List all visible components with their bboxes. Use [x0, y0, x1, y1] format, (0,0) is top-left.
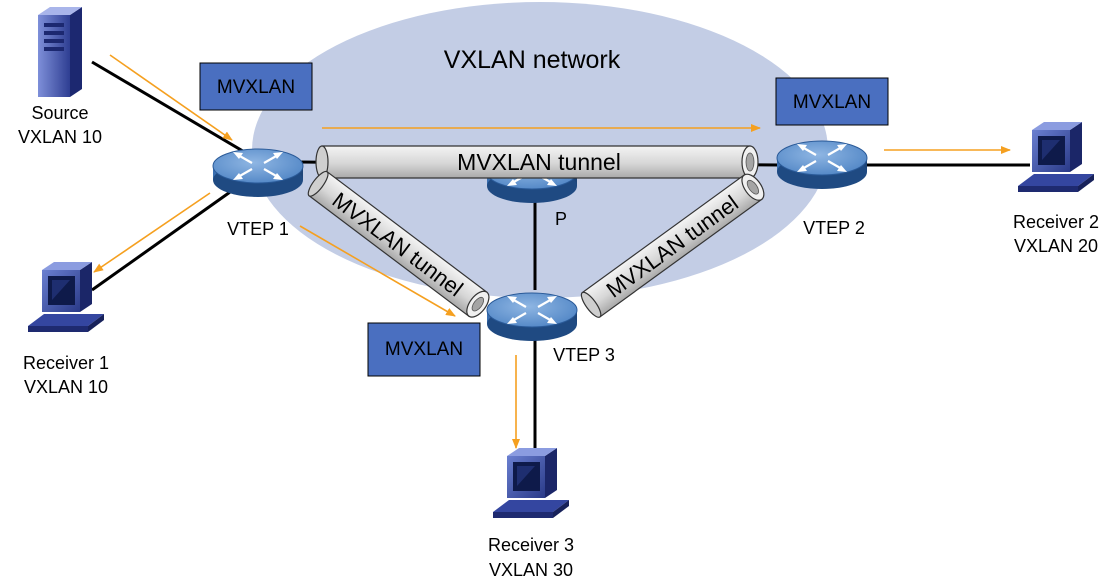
receiver2-name: Receiver 2 — [1013, 212, 1099, 232]
vtep1-label: VTEP 1 — [227, 219, 289, 239]
router-vtep2 — [775, 139, 869, 191]
mvxlan-box-bottom: MVXLAN — [367, 322, 481, 377]
link-vtep1-receiver1 — [91, 183, 241, 292]
vtep3-label: VTEP 3 — [553, 345, 615, 365]
mvxlan-label: MVXLAN — [385, 339, 463, 360]
receiver3-vxlan: VXLAN 30 — [489, 560, 573, 580]
receiver1-vxlan: VXLAN 10 — [24, 377, 108, 397]
server-icon — [38, 7, 82, 97]
p-label: P — [555, 209, 567, 229]
pc-icon — [28, 262, 104, 332]
source-name: Source — [31, 103, 88, 123]
host-receiver2 — [1018, 122, 1094, 192]
receiver1-name: Receiver 1 — [23, 353, 109, 373]
mvxlan-box-top-right: MVXLAN — [775, 77, 889, 126]
router-vtep1 — [211, 147, 305, 199]
mvxlan-label: MVXLAN — [217, 77, 295, 98]
receiver3-name: Receiver 3 — [488, 535, 574, 555]
pc-icon — [1018, 122, 1094, 192]
host-receiver1 — [28, 262, 104, 332]
vtep2-label: VTEP 2 — [803, 218, 865, 238]
router-icon — [485, 291, 579, 343]
source-vxlan: VXLAN 10 — [18, 127, 102, 147]
tunnel-label: MVXLAN tunnel — [457, 149, 621, 175]
router-vtep3 — [485, 291, 579, 343]
pc-icon — [493, 448, 569, 518]
receiver2-vxlan: VXLAN 20 — [1014, 236, 1098, 256]
link-source-vtep1 — [91, 60, 259, 162]
router-icon — [775, 139, 869, 191]
network-title: VXLAN network — [444, 46, 621, 74]
host-source — [38, 7, 82, 97]
host-receiver3 — [493, 448, 569, 518]
router-icon — [211, 147, 305, 199]
flow-arrow — [109, 54, 233, 141]
mvxlan-box-top-left: MVXLAN — [199, 62, 313, 111]
tunnel-vtep1-vtep2: MVXLAN tunnel — [315, 145, 759, 179]
flow-arrow — [299, 225, 456, 317]
flow-arrow — [93, 192, 211, 273]
multicast-flow-arrows — [93, 54, 1011, 449]
mvxlan-label: MVXLAN — [793, 92, 871, 113]
